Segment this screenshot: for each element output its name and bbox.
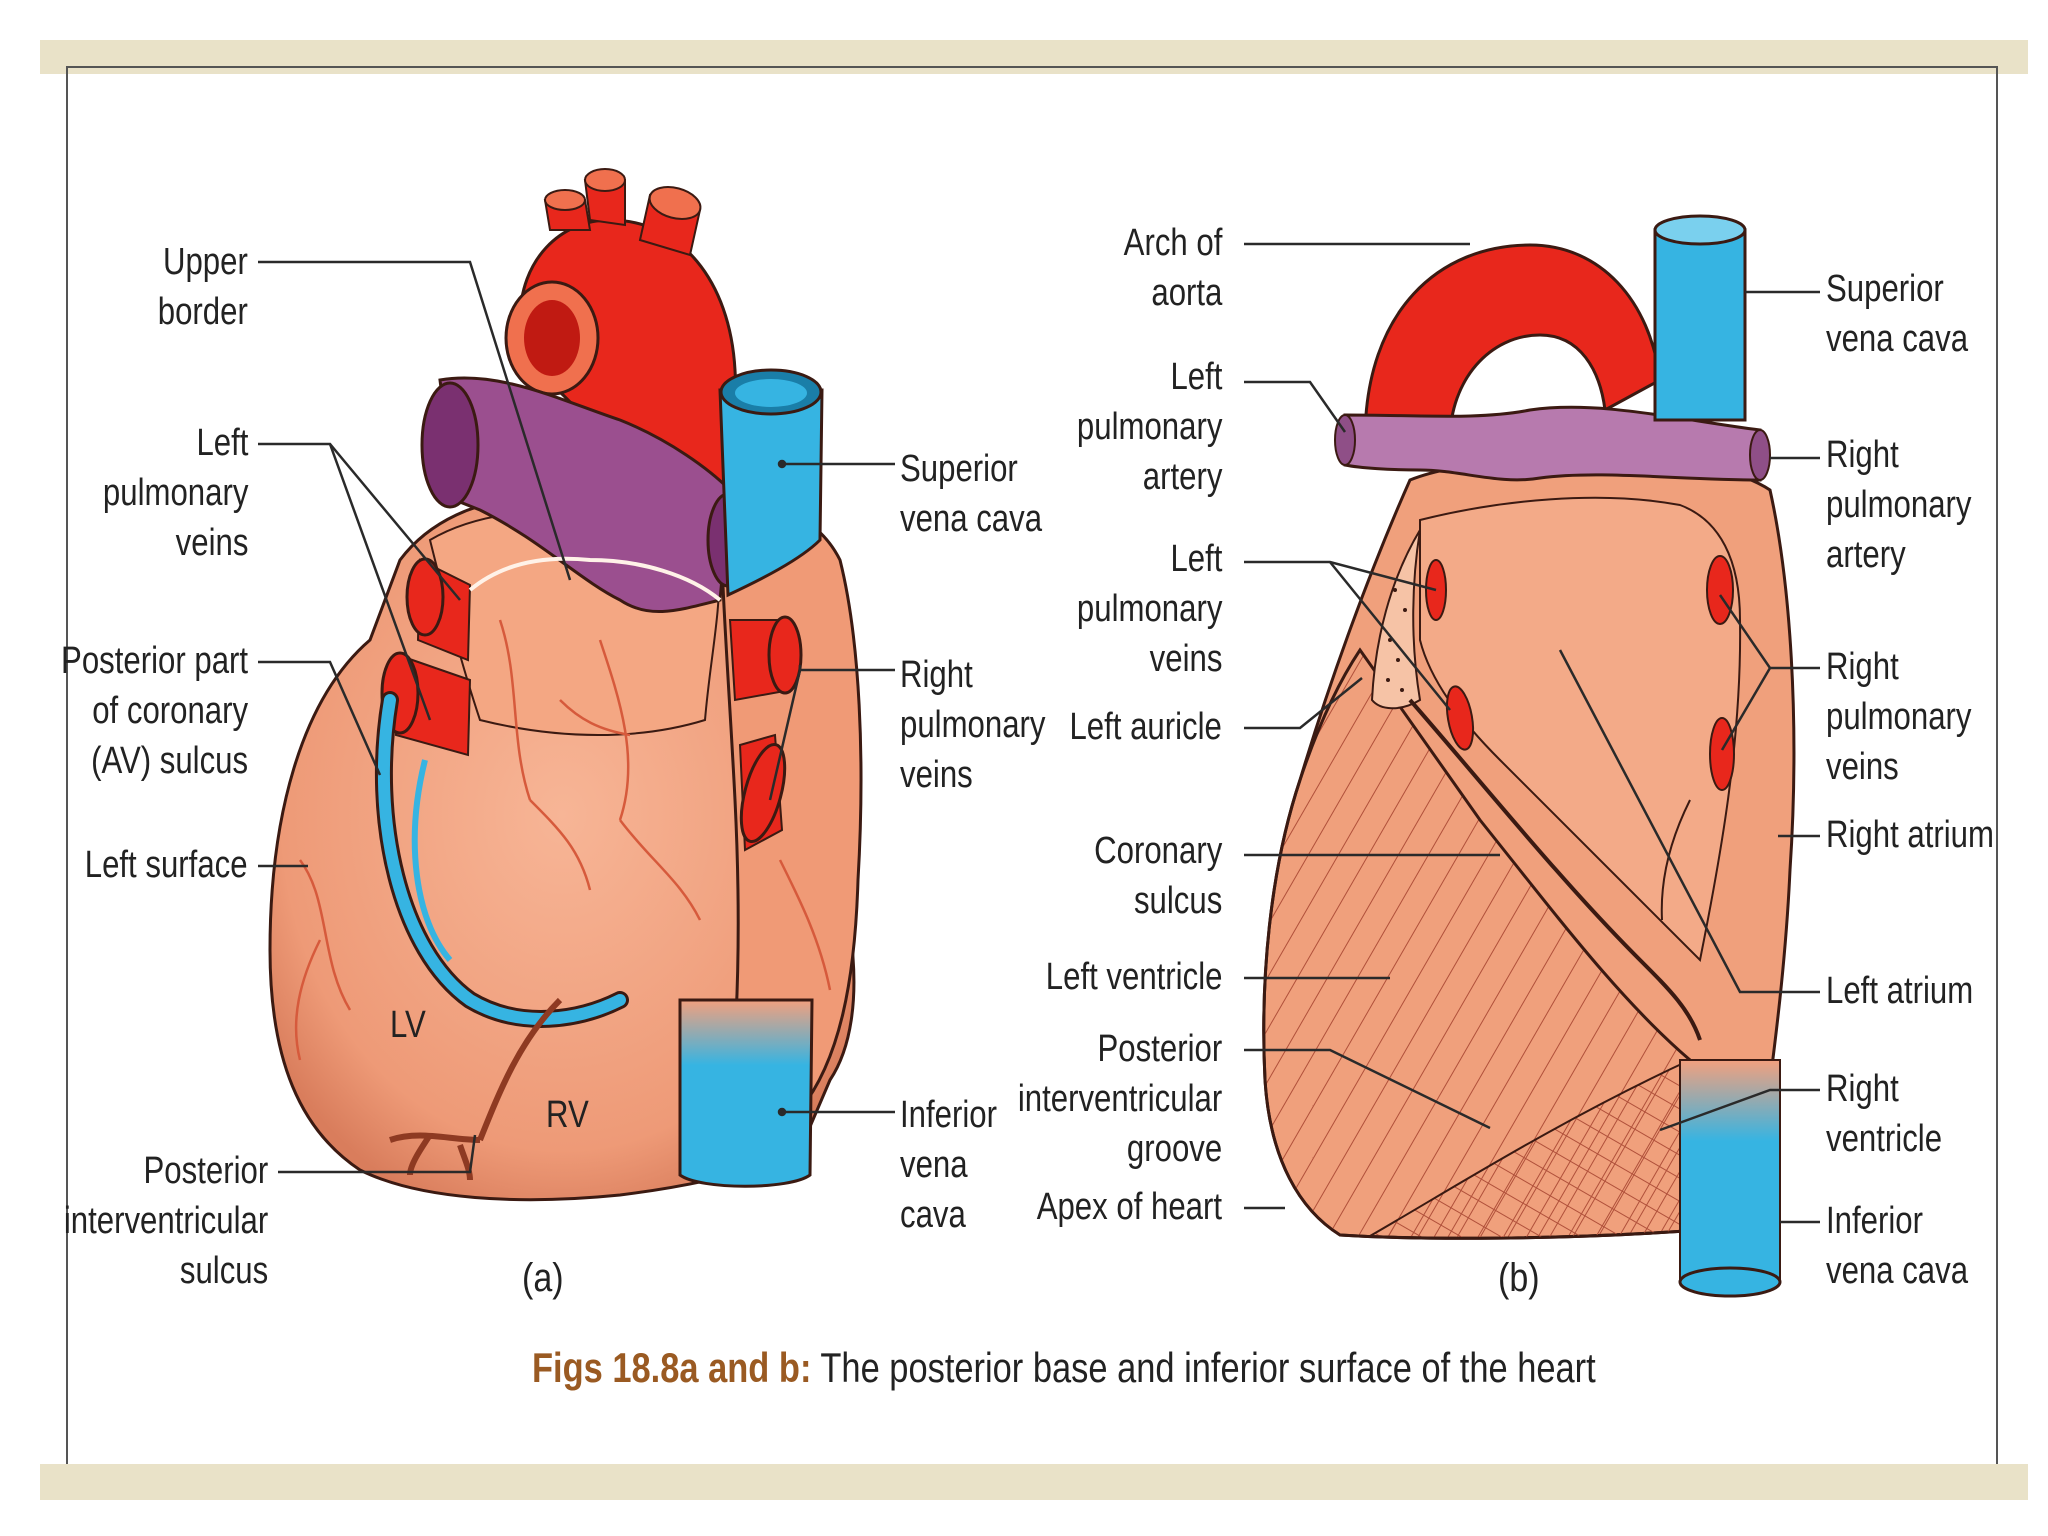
figure-a — [268, 168, 863, 1202]
coronary-sulcus-line-b — [1408, 698, 1702, 1041]
left-pulmonary-artery-end-b — [1334, 414, 1356, 466]
upper-border-line — [468, 556, 722, 602]
svc-a-lumen — [735, 379, 807, 407]
label-inferior-vena-cava-b: Inferior vena cava — [1826, 1200, 1969, 1292]
label-posterior-interventricular-sulcus-a: Posterior interventricular sulcus — [63, 1150, 268, 1292]
svc-b — [1653, 228, 1747, 422]
label-upper-border-a: Upper border — [157, 241, 248, 333]
label-left-pulmonary-artery-b: Left pulmonary artery — [1076, 356, 1222, 498]
posterior-iv-vessel-a — [389, 997, 563, 1181]
label-left-pulmonary-veins-b: Left pulmonary veins — [1076, 538, 1222, 680]
label-left-pulmonary-veins-a: Left pulmonary veins — [102, 422, 248, 564]
label-left-auricle-b: Left auricle — [1069, 706, 1222, 748]
svc-a — [718, 388, 824, 598]
label-right-pulmonary-veins-a: Right pulmonary veins — [900, 654, 1046, 796]
ivc-a-top — [684, 1067, 808, 1103]
label-lv: LV — [390, 1004, 426, 1046]
label-superior-vena-cava-b: Superior vena cava — [1826, 268, 1969, 360]
label-right-pulmonary-artery-b: Right pulmonary artery — [1826, 434, 1972, 576]
pulmonary-artery-b — [1343, 405, 1762, 482]
right-ventricle-b — [1366, 1058, 1702, 1239]
left-auricle-b — [1370, 529, 1422, 710]
figure-caption: Figs 18.8a and b: The posterior base and… — [532, 1342, 1596, 1394]
svc-b-opening — [1653, 214, 1747, 246]
aorta-a-lumen — [524, 300, 580, 376]
label-left-ventricle-b: Left ventricle — [1045, 956, 1222, 998]
label-apex-of-heart-b: Apex of heart — [1036, 1186, 1222, 1228]
left-atrium-b — [1419, 496, 1742, 963]
bottom-decorative-band — [40, 1464, 2028, 1500]
coronary-sinus-a-branch — [411, 759, 453, 962]
label-right-atrium-b: Right atrium — [1826, 814, 1994, 856]
label-arch-of-aorta-b: Arch of aorta — [1123, 222, 1222, 314]
label-left-surface-a: Left surface — [85, 844, 248, 886]
surface-vessels-a — [294, 619, 832, 1061]
label-right-pulmonary-veins-b: Right pulmonary veins — [1826, 646, 1972, 788]
leader-lines-b — [1244, 242, 1820, 1224]
caption-text: The posterior base and inferior surface … — [811, 1344, 1596, 1391]
label-posterior-interventricular-groove-b: Posterior interventricular groove — [1017, 1028, 1222, 1170]
sublabel-b: (b) — [1498, 1256, 1540, 1300]
label-superior-vena-cava-a: Superior vena cava — [900, 448, 1043, 540]
right-pulmonary-veins-a — [728, 615, 803, 852]
label-posterior-coronary-sulcus-a: Posterior part of coronary (AV) sulcus — [60, 640, 248, 782]
sublabel-a: (a) — [522, 1256, 564, 1300]
ivc-b-opening — [1678, 1266, 1782, 1298]
right-pulmonary-artery-end-b — [1749, 429, 1771, 481]
caption-figure-number: Figs 18.8a and b: — [532, 1344, 812, 1391]
coronary-sinus-a-fill — [377, 694, 626, 1025]
pulmonary-artery-a-left-opening — [420, 381, 480, 509]
label-coronary-sulcus-b: Coronary sulcus — [1093, 830, 1222, 922]
atrial-crease-b — [1660, 799, 1691, 921]
left-ventricle-b — [1262, 647, 1702, 1240]
figure-b — [1262, 214, 1796, 1298]
label-rv: RV — [546, 1094, 589, 1136]
left-auricle-dots — [1386, 588, 1407, 692]
label-inferior-vena-cava-a: Inferior vena cava — [900, 1094, 997, 1236]
label-left-atrium-b: Left atrium — [1826, 970, 1974, 1012]
label-right-ventricle-b: Right ventricle — [1826, 1068, 1943, 1160]
top-decorative-band — [40, 40, 2028, 74]
aortic-branches — [543, 168, 702, 257]
leader-lines-a — [258, 260, 895, 1174]
ivc-b — [1679, 1059, 1781, 1293]
